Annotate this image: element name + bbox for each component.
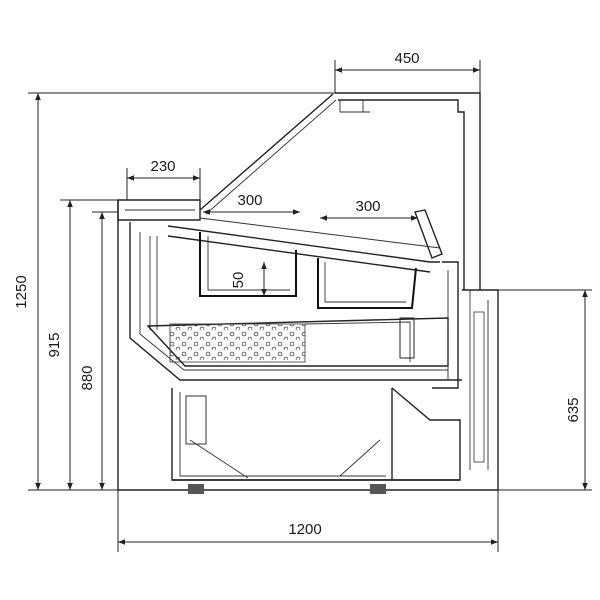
dim-880-label: 880 xyxy=(79,365,96,390)
dim-915-label: 915 xyxy=(46,332,63,357)
dim-635-label: 635 xyxy=(565,397,582,422)
dim-300-right-label: 300 xyxy=(355,198,380,215)
dim-1200-label: 1200 xyxy=(288,521,321,538)
dim-50-label: 50 xyxy=(230,272,247,289)
display-case-body xyxy=(117,92,499,494)
dim-300-left-label: 300 xyxy=(237,192,262,209)
dimension-lines xyxy=(28,60,592,552)
dim-230-label: 230 xyxy=(150,158,175,175)
dimension-labels: 450 230 300 300 50 1250 915 880 635 1200 xyxy=(13,50,582,538)
dim-1250-label: 1250 xyxy=(13,275,30,308)
dim-450-label: 450 xyxy=(394,50,419,67)
